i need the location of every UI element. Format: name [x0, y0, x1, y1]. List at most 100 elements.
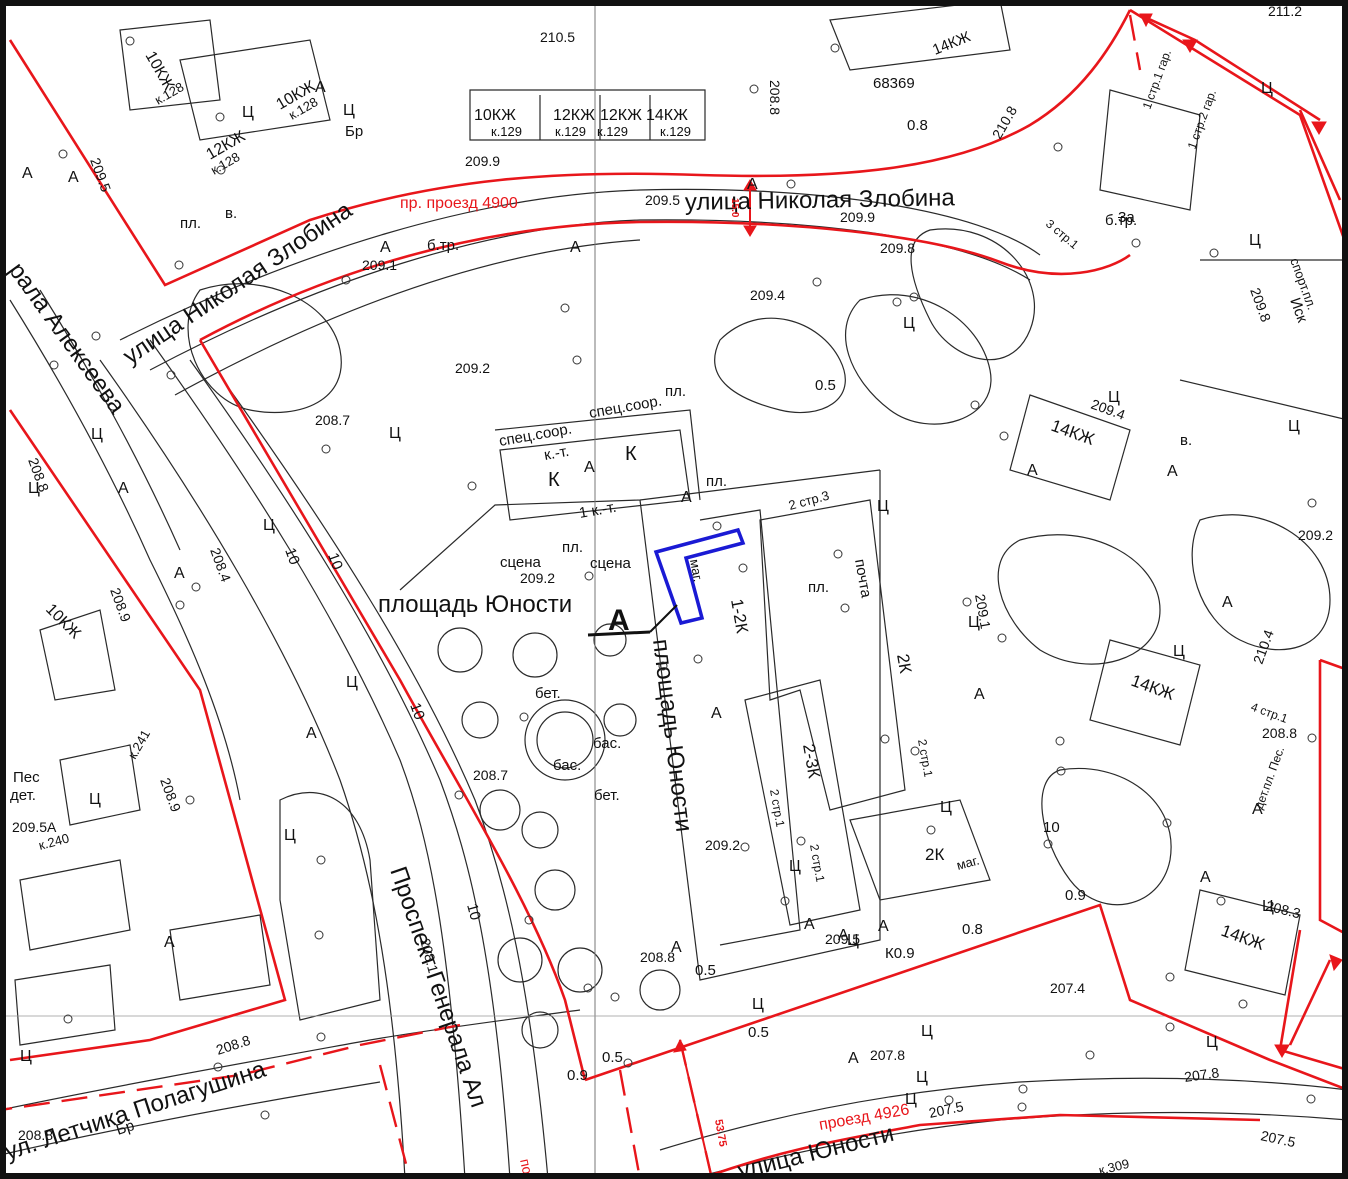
- tree-symbol: [740, 842, 750, 852]
- land-use-symbol: А: [804, 916, 815, 933]
- feature-label: К: [625, 443, 637, 465]
- highlighted-parcel[interactable]: [653, 527, 746, 626]
- land-use-symbol: А: [306, 725, 317, 742]
- tree-symbol: [738, 563, 748, 573]
- tree-symbol: [216, 165, 226, 175]
- tree-symbol: [749, 84, 759, 94]
- tree-symbol: [524, 915, 534, 925]
- land-use-symbol: Ц: [1288, 418, 1300, 435]
- feature-label: 0.8: [962, 921, 983, 938]
- building-label: 68369: [873, 75, 915, 92]
- feature-label: б.тр.: [427, 237, 459, 254]
- marker-underline: [587, 630, 651, 637]
- feature-label: 10: [406, 701, 428, 722]
- elevation: 208.8: [767, 80, 783, 115]
- feature-label: пл.: [180, 215, 201, 232]
- marker-leader: [649, 604, 678, 633]
- land-use-symbol: А: [974, 686, 985, 703]
- land-use-symbol: А: [1222, 594, 1233, 611]
- elevation: 208.8: [18, 1127, 53, 1143]
- feature-label: в.: [225, 205, 237, 222]
- land-use-symbol: Ц: [1261, 80, 1273, 97]
- feature-label: бас.: [593, 735, 621, 752]
- feature-label: 10: [324, 551, 346, 572]
- feature-label: сцена: [590, 555, 632, 572]
- elevation: 209.1: [972, 593, 994, 630]
- tree-symbol: [91, 331, 101, 341]
- section-marker[interactable]: А: [608, 604, 630, 637]
- feature-label: 10: [463, 902, 484, 923]
- tree-symbol: [833, 549, 843, 559]
- land-use-symbol: А: [68, 169, 79, 186]
- tree-symbol: [997, 633, 1007, 643]
- tree-symbol: [1017, 1102, 1027, 1112]
- elevation: 208.8: [1262, 725, 1297, 741]
- elevation: 209.8: [880, 240, 915, 256]
- elevation: 209.9: [465, 153, 500, 169]
- land-use-symbol: А: [1200, 869, 1211, 886]
- feature-label: 0.5: [695, 962, 716, 979]
- tree-symbol: [584, 571, 594, 581]
- land-use-symbol: Ц: [877, 498, 889, 515]
- land-use-symbol: Ц: [940, 799, 952, 816]
- elevation: 209.2: [520, 570, 555, 586]
- tree-symbol: [880, 734, 890, 744]
- tree-symbol: [1043, 839, 1053, 849]
- tree-symbol: [1238, 999, 1248, 1009]
- feature-label: 3а: [1118, 209, 1135, 226]
- tree-symbol: [1018, 1084, 1028, 1094]
- tree-symbol: [1306, 1094, 1316, 1104]
- tree-symbol: [1131, 238, 1141, 248]
- building-label: 10КЖ: [474, 107, 516, 124]
- building-label: к.129: [491, 124, 522, 139]
- feature-label: К0.9: [885, 945, 915, 962]
- land-use-symbol: Ц: [905, 1091, 917, 1108]
- feature-label: б.тр.: [1105, 212, 1137, 229]
- land-use-symbol: Ц: [263, 517, 275, 534]
- tree-symbol: [610, 992, 620, 1002]
- tree-symbol: [1056, 766, 1066, 776]
- elevation: 209.5: [645, 192, 680, 208]
- feature-label: маг.: [687, 558, 706, 583]
- feature-label: К: [548, 469, 560, 491]
- land-use-symbol: А: [570, 239, 581, 256]
- land-use-symbol: Ц: [89, 791, 101, 808]
- land-use-symbol: Ц: [789, 858, 801, 875]
- land-use-symbol: Ц: [1206, 1034, 1218, 1051]
- elevation: 209.5A: [12, 819, 57, 835]
- land-use-symbol: Ц: [28, 480, 40, 497]
- tree-symbol: [175, 600, 185, 610]
- feature-label: 2 стр.1: [807, 843, 827, 883]
- feature-label: 10: [281, 546, 303, 567]
- passage-53: 53.75: [712, 1118, 729, 1147]
- tree-symbol: [260, 1110, 270, 1120]
- tree-symbol: [1085, 1050, 1095, 1060]
- land-use-symbol: Ц: [847, 932, 859, 949]
- tree-symbol: [658, 661, 668, 671]
- tree-symbol: [1209, 248, 1219, 258]
- elevation: 208.7: [473, 767, 508, 783]
- tree-symbol: [454, 790, 464, 800]
- feature-label: Пес: [13, 769, 40, 786]
- building-label: к.129: [555, 124, 586, 139]
- land-use-symbol: А: [681, 489, 692, 506]
- tree-symbol: [926, 825, 936, 835]
- tree-symbol: [1165, 1022, 1175, 1032]
- feature-label: 2 стр.1: [767, 788, 787, 828]
- tree-symbol: [840, 603, 850, 613]
- tree-symbol: [1307, 498, 1317, 508]
- feature-label: 0.5: [748, 1024, 769, 1041]
- land-use-symbol: А: [118, 480, 129, 497]
- square-yunosti-horizontal: площадь Юности: [378, 591, 572, 618]
- tree-symbol: [341, 275, 351, 285]
- tree-symbol: [1307, 733, 1317, 743]
- tree-symbol: [999, 431, 1009, 441]
- street-zlobina-upper: улица Николая Злобина: [685, 184, 956, 216]
- building-label: к.129: [597, 124, 628, 139]
- tree-symbol: [712, 521, 722, 531]
- feature-label: 2К: [925, 845, 944, 864]
- feature-label: бас.: [553, 757, 581, 774]
- tree-symbol: [910, 746, 920, 756]
